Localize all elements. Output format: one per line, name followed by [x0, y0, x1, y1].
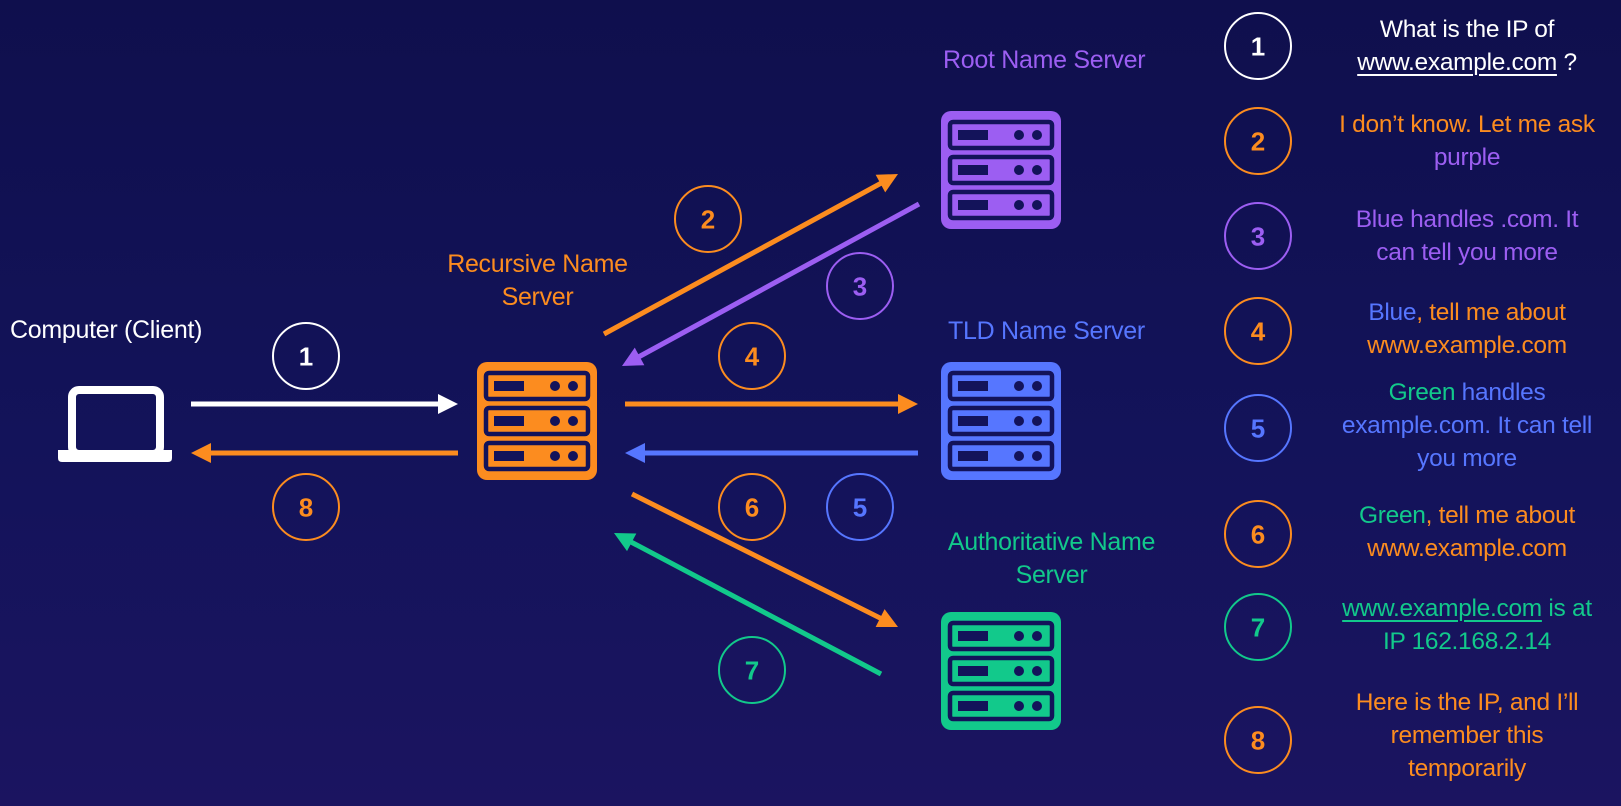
- legend-circle-3-number: 3: [1251, 221, 1265, 251]
- legend-6-green: Green: [1359, 502, 1426, 529]
- authoritative-server-icon: [941, 612, 1061, 730]
- arrow-circle-5: 5: [826, 473, 894, 541]
- laptop-icon: [58, 386, 172, 462]
- arrow-5: [625, 443, 918, 463]
- authoritative-label-line1: Authoritative Name: [947, 528, 1156, 556]
- legend-step-4: Blue, tell me about www.example.com: [1322, 296, 1612, 362]
- legend-circle-2-number: 2: [1251, 126, 1265, 156]
- arrow-8: [191, 443, 458, 463]
- arrow-circle-5-number: 5: [853, 492, 867, 522]
- recursive-label-line1: Recursive Name: [447, 250, 628, 278]
- arrow-circle-7: 7: [718, 636, 786, 704]
- arrow-circle-6-number: 6: [745, 492, 759, 522]
- legend-2-line2: purple: [1433, 144, 1501, 171]
- legend-circle-6: 6: [1224, 500, 1292, 568]
- tld-server-label: TLD Name Server: [948, 317, 1145, 345]
- legend-circle-8: 8: [1224, 706, 1292, 774]
- root-server-label: Root Name Server: [943, 46, 1146, 74]
- arrow-circle-4-number: 4: [745, 341, 760, 371]
- arrow-circle-8: 8: [272, 473, 340, 541]
- legend-circle-8-number: 8: [1251, 725, 1265, 755]
- legend-6-rest: , tell me about: [1425, 502, 1576, 529]
- arrow-circle-1: 1: [272, 322, 340, 390]
- legend-7-line1: www.example.com is at: [1322, 592, 1612, 625]
- recursive-server-icon: [477, 362, 597, 480]
- legend-7-link[interactable]: www.example.com: [1342, 595, 1542, 622]
- recursive-label-line2: Server: [501, 283, 574, 311]
- legend-circle-4-number: 4: [1251, 316, 1266, 346]
- legend-6-line1: Green, tell me about: [1322, 499, 1612, 532]
- legend-3-line1: Blue handles .com. It: [1322, 203, 1612, 236]
- legend-3-line2: can tell you more: [1376, 239, 1558, 266]
- legend-circle-2: 2: [1224, 107, 1292, 175]
- legend-circle-5: 5: [1224, 394, 1292, 462]
- legend-step-6: Green, tell me about www.example.com: [1322, 499, 1612, 565]
- legend-circle-6-number: 6: [1251, 519, 1265, 549]
- legend-step-1: What is the IP of www.example.com ?: [1322, 13, 1612, 79]
- legend-5-line3: you more: [1417, 445, 1517, 472]
- arrow-4: [625, 394, 918, 414]
- arrow-6: [630, 491, 898, 627]
- arrow-1: [191, 394, 458, 414]
- legend-5-line1: Green handles: [1322, 376, 1612, 409]
- client-label: Computer (Client): [10, 316, 203, 344]
- arrow-circle-2: 2: [674, 185, 742, 253]
- root-server-icon: [941, 111, 1061, 229]
- arrow-circle-1-number: 1: [299, 341, 313, 371]
- arrow-circle-6: 6: [718, 473, 786, 541]
- arrow-circle-2-number: 2: [701, 204, 715, 234]
- arrow-circle-3-number: 3: [853, 271, 867, 301]
- legend-step-5: Green handles example.com. It can tell y…: [1322, 376, 1612, 475]
- legend-step-8: Here is the IP, and I’ll remember this t…: [1322, 686, 1612, 785]
- legend-4-rest: , tell me about: [1416, 299, 1566, 326]
- recursive-server-label: Recursive Name Server: [430, 248, 645, 314]
- legend-2-line1: I don’t know. Let me ask: [1339, 111, 1595, 138]
- legend-circle-1-number: 1: [1251, 31, 1265, 61]
- authoritative-server-label: Authoritative Name Server: [925, 526, 1178, 592]
- legend-1-line2: www.example.com ?: [1322, 46, 1612, 79]
- arrow-circle-4: 4: [718, 322, 786, 390]
- arrow-circle-7-number: 7: [745, 655, 759, 685]
- arrow-circle-8-number: 8: [299, 492, 313, 522]
- legend-8-line1: Here is the IP, and I’ll: [1355, 689, 1579, 716]
- legend-1-link[interactable]: www.example.com: [1357, 49, 1557, 76]
- arrow-circle-3: 3: [826, 252, 894, 320]
- legend-circle-4: 4: [1224, 297, 1292, 365]
- legend-circle-5-number: 5: [1251, 413, 1265, 443]
- legend-5-line2: example.com. It can tell: [1341, 412, 1593, 439]
- arrow-2: [602, 174, 898, 337]
- legend-circle-7-number: 7: [1251, 612, 1265, 642]
- legend-8-line3: temporarily: [1408, 755, 1526, 782]
- legend-step-7: www.example.com is at IP 162.168.2.14: [1322, 592, 1612, 658]
- legend-1-line1: What is the IP of: [1379, 16, 1555, 43]
- legend-3-line1-text: Blue handles .com. It: [1355, 206, 1579, 233]
- legend-1-rest: ?: [1556, 49, 1577, 76]
- legend-step-3: Blue handles .com. It can tell you more: [1322, 203, 1612, 269]
- legend-6-line2: www.example.com: [1367, 535, 1567, 562]
- arrow-3: [622, 201, 921, 366]
- tld-server-icon: [941, 362, 1061, 480]
- legend-circle-3: 3: [1224, 202, 1292, 270]
- legend-5-green: Green: [1388, 379, 1456, 406]
- legend-4-line2: www.example.com: [1367, 332, 1567, 359]
- legend-5-rest: handles: [1455, 379, 1546, 406]
- legend-7-rest: is at: [1541, 595, 1592, 622]
- legend-7-line2: IP 162.168.2.14: [1382, 628, 1552, 655]
- legend-4-line1: Blue, tell me about: [1322, 296, 1612, 329]
- legend-step-2: I don’t know. Let me ask purple: [1322, 108, 1612, 174]
- legend-circle-1: 1: [1224, 12, 1292, 80]
- arrow-7: [614, 533, 883, 677]
- authoritative-label-line2: Server: [1015, 561, 1088, 589]
- legend-circle-7: 7: [1224, 593, 1292, 661]
- legend-4-blue: Blue: [1368, 299, 1417, 326]
- legend-8-line2: remember this: [1390, 722, 1544, 749]
